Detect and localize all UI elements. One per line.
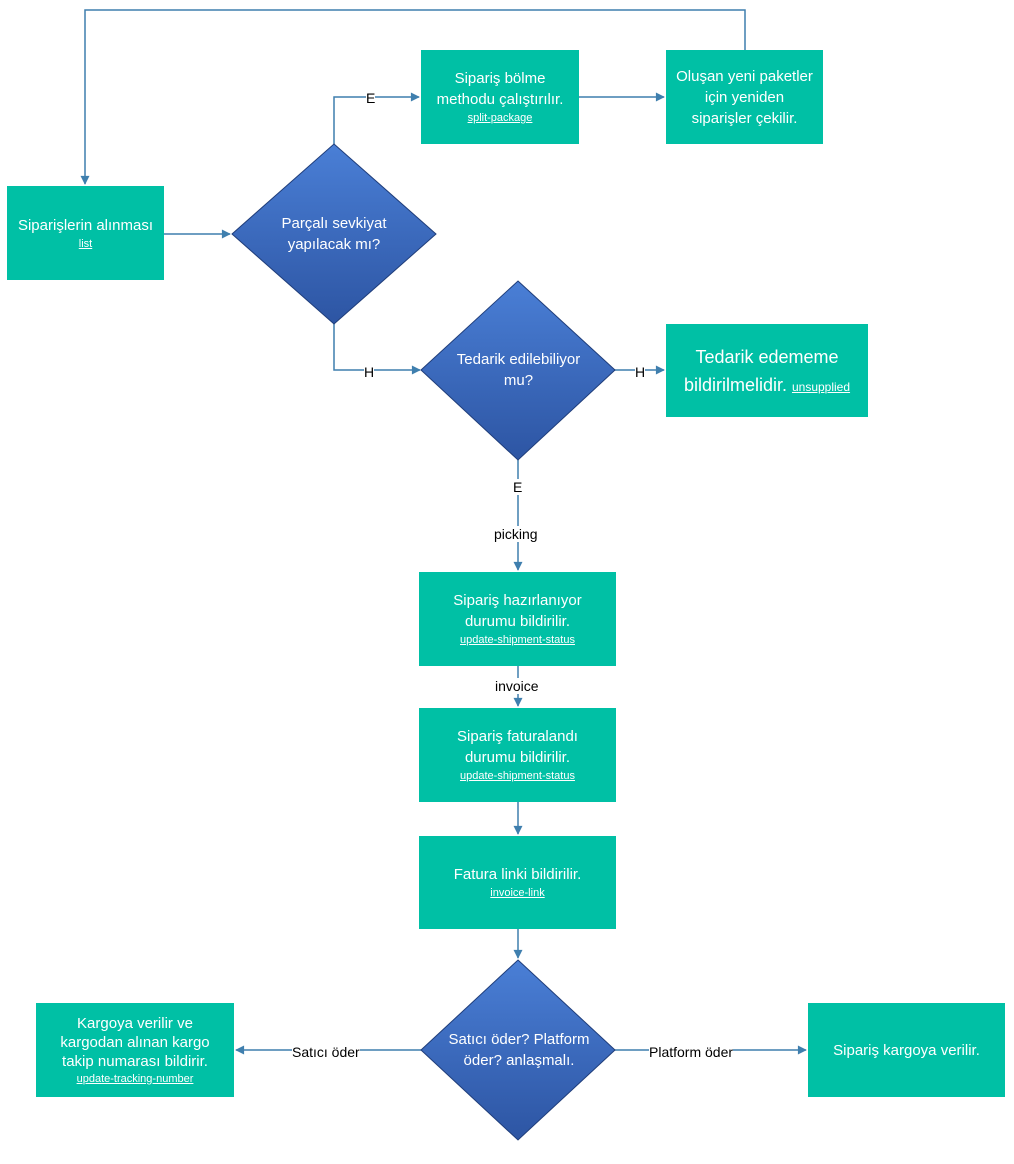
edge-label-split-yes: E	[366, 90, 376, 106]
edge-label-invoice: invoice	[495, 678, 539, 694]
node-picking-text: Sipariş hazırlanıyor durumu bildirilir.	[453, 592, 582, 630]
node-platform-ship-text: Sipariş kargoya verilir.	[833, 1041, 980, 1059]
supply-decision-text: Tedarik edilebiliyor mu?	[456, 351, 581, 389]
split-decision-diamond	[231, 143, 437, 325]
edge-split-no	[333, 324, 421, 375]
node-list-link[interactable]: list	[78, 237, 93, 250]
edge-label-supply-yes: E	[513, 479, 523, 495]
edge-label-supply-no: H	[635, 364, 646, 380]
node-invoice-link: Fatura linki bildirilir. invoice-link	[419, 836, 616, 929]
edge-split-yes	[333, 92, 420, 144]
node-new-packages: Oluşan yeni paketler için yeniden sipari…	[666, 50, 823, 144]
node-picking-link[interactable]: update-shipment-status	[460, 634, 575, 646]
edge-label-platform-pays: Platform öder	[649, 1044, 734, 1060]
edge-label-seller-pays: Satıcı öder	[292, 1044, 360, 1060]
node-list: Siparişlerin alınması list	[7, 186, 164, 280]
node-split: Sipariş bölme methodu çalıştırılır. spli…	[421, 50, 579, 144]
edge-label-picking: picking	[494, 526, 538, 542]
node-tracking-link[interactable]: update-tracking-number	[76, 1072, 194, 1085]
node-new-packages-text: Oluşan yeni paketler için yeniden sipari…	[676, 67, 813, 127]
node-unsupplied-text: Tedarik edememe bildirilmelidir. unsuppl…	[676, 343, 858, 399]
node-invoiced-link[interactable]: update-shipment-status	[460, 770, 575, 782]
node-tracking-text: Kargoya verilir ve kargodan alınan kargo…	[60, 1014, 210, 1070]
node-invoice-link-link[interactable]: invoice-link	[490, 887, 545, 899]
payer-decision-diamond	[420, 959, 616, 1141]
payer-decision-text: Satıcı öder? Platform öder? anlaşmalı.	[448, 1031, 590, 1069]
node-unsupplied-label: Tedarik edememe bildirilmelidir.	[683, 346, 839, 395]
split-decision-text: Parçalı sevkiyat yapılacak mı?	[281, 215, 387, 253]
node-tracking: Kargoya verilir ve kargodan alınan kargo…	[36, 1003, 234, 1097]
node-split-link[interactable]: split-package	[467, 112, 533, 124]
node-unsupplied-link[interactable]: unsupplied	[791, 379, 851, 394]
node-invoice-link-text: Fatura linki bildirilir.	[453, 866, 582, 883]
node-split-text: Sipariş bölme methodu çalıştırılır.	[436, 70, 564, 108]
node-list-text: Siparişlerin alınması	[17, 216, 154, 234]
supply-decision-diamond	[420, 280, 616, 461]
node-picking: Sipariş hazırlanıyor durumu bildirilir. …	[419, 572, 616, 666]
edge-loop-back	[80, 9, 746, 185]
node-invoiced-text: Sipariş faturalandı durumu bildirilir.	[457, 728, 578, 766]
node-unsupplied: Tedarik edememe bildirilmelidir. unsuppl…	[666, 324, 868, 417]
node-invoiced: Sipariş faturalandı durumu bildirilir. u…	[419, 708, 616, 802]
node-platform-ship: Sipariş kargoya verilir.	[808, 1003, 1005, 1097]
edge-label-split-no: H	[364, 364, 375, 380]
